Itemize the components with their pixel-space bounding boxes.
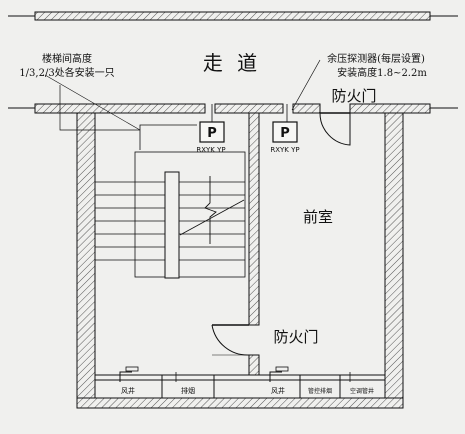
stair-note-line1: 楼梯间高度 [42, 52, 92, 65]
detector-1-symbol: P [207, 126, 217, 141]
shaft-label-4: 管控排烟 [308, 387, 332, 395]
fire-door-top [319, 112, 351, 146]
detector-box-2: P RXYK YP [270, 121, 300, 154]
corridor-bottom-wall [8, 103, 458, 114]
partition-wall-lower [248, 354, 260, 376]
detector-box-1: P RXYK YP [196, 121, 226, 154]
fire-door-bottom [211, 324, 250, 356]
shaft-label-2: 排烟 [181, 386, 195, 395]
left-outer-wall [76, 112, 96, 407]
bottom-outer-wall [76, 397, 404, 409]
partition-wall-upper [248, 112, 260, 326]
stair-note-line2: 1/3,2/3处各安装一只 [19, 66, 114, 79]
fire-door-bottom-label: 防火门 [273, 328, 318, 346]
detector-note-line1: 余压探测器(每层设置) [327, 52, 425, 65]
detector-1-model: RXYK YP [196, 146, 225, 154]
shaft-label-1: 风井 [121, 386, 135, 395]
corridor-top-wall [8, 11, 458, 21]
detector-2-symbol: P [280, 126, 290, 141]
shaft-label-3: 风井 [271, 386, 285, 395]
leader-lines [44, 59, 321, 150]
shaft-strip [95, 366, 385, 399]
right-outer-wall [384, 112, 404, 407]
detector-note-line2: 安装高度1.8~2.2m [337, 66, 427, 79]
detector-2-model: RXYK YP [270, 146, 299, 154]
front-room-label: 前室 [303, 208, 333, 226]
corridor-label: 走 道 [203, 51, 261, 75]
fire-door-top-label: 防火门 [331, 87, 376, 105]
shaft-label-5: 空调管井 [350, 387, 374, 395]
staircase [95, 151, 246, 279]
